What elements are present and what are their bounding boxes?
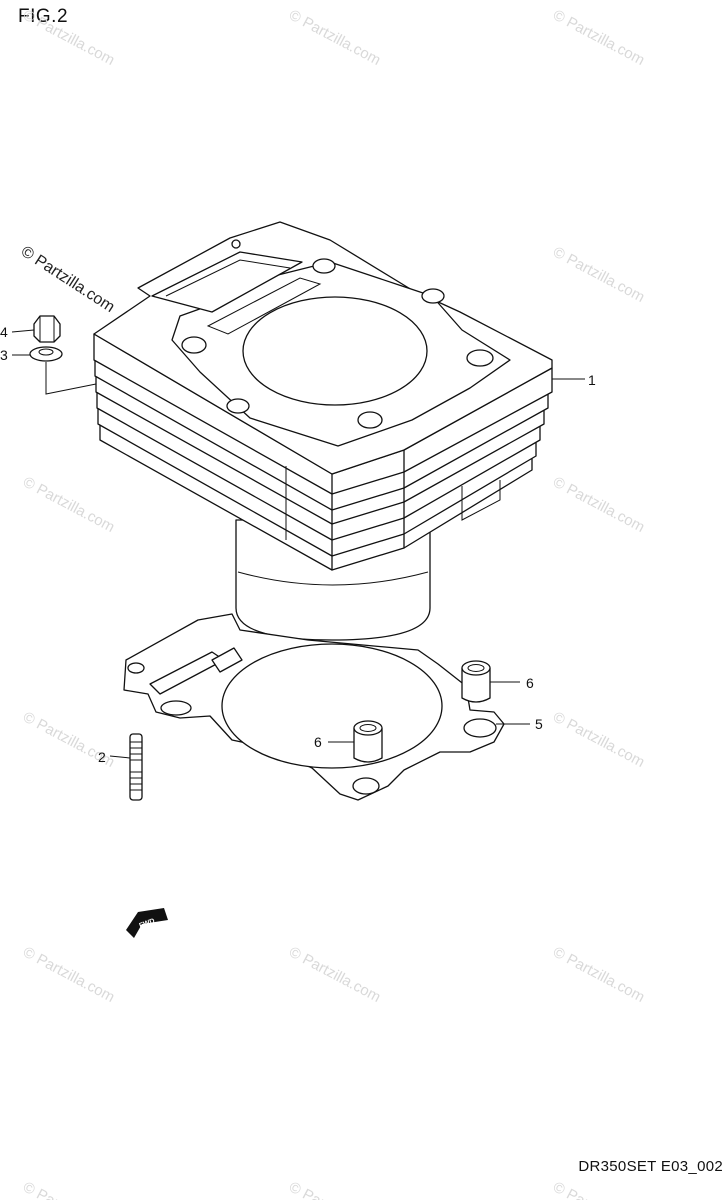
part-6b-callout: 6 bbox=[314, 734, 322, 750]
watermark: © Partzilla.com bbox=[286, 7, 383, 69]
fwd-arrow-icon: FWD bbox=[126, 908, 168, 938]
watermark: © Partzilla.com bbox=[20, 1179, 117, 1200]
part-4-callout: 4 bbox=[0, 324, 8, 340]
watermark: © Partzilla.com bbox=[550, 709, 647, 771]
cap-nut bbox=[33, 315, 61, 343]
watermark: © Partzilla.com bbox=[20, 7, 117, 69]
watermark: © Partzilla.com bbox=[20, 944, 117, 1006]
drawing-id: DR350SET E03_002 bbox=[578, 1158, 723, 1175]
cylinder-block bbox=[93, 221, 553, 571]
watermark: © Partzilla.com bbox=[550, 944, 647, 1006]
part-2-callout: 2 bbox=[98, 749, 106, 765]
part-5-callout: 5 bbox=[535, 716, 543, 732]
figure-title: FIG.2 bbox=[18, 6, 69, 27]
washer bbox=[29, 346, 63, 362]
watermark: © Partzilla.com bbox=[286, 944, 383, 1006]
part-1-callout: 1 bbox=[588, 372, 596, 388]
dowel-pin-lower bbox=[353, 720, 383, 763]
part-6a-callout: 6 bbox=[526, 675, 534, 691]
watermark: © Partzilla.com bbox=[550, 244, 647, 306]
base-gasket bbox=[123, 613, 505, 801]
stud-bolt bbox=[129, 733, 143, 801]
leader-lines bbox=[11, 329, 585, 759]
watermark: © Partzilla.com bbox=[20, 474, 117, 536]
dowel-pin-upper bbox=[461, 660, 491, 703]
watermark: © Partzilla.com bbox=[286, 1179, 383, 1200]
part-3-callout: 3 bbox=[0, 347, 8, 363]
watermark: © Partzilla.com bbox=[550, 474, 647, 536]
watermark: © Partzilla.com bbox=[550, 7, 647, 69]
watermark: © Partzilla.com bbox=[550, 1179, 647, 1200]
watermark: © Partzilla.com bbox=[18, 243, 118, 316]
callout-labels: 1 2 3 4 5 6 6 bbox=[0, 324, 596, 765]
